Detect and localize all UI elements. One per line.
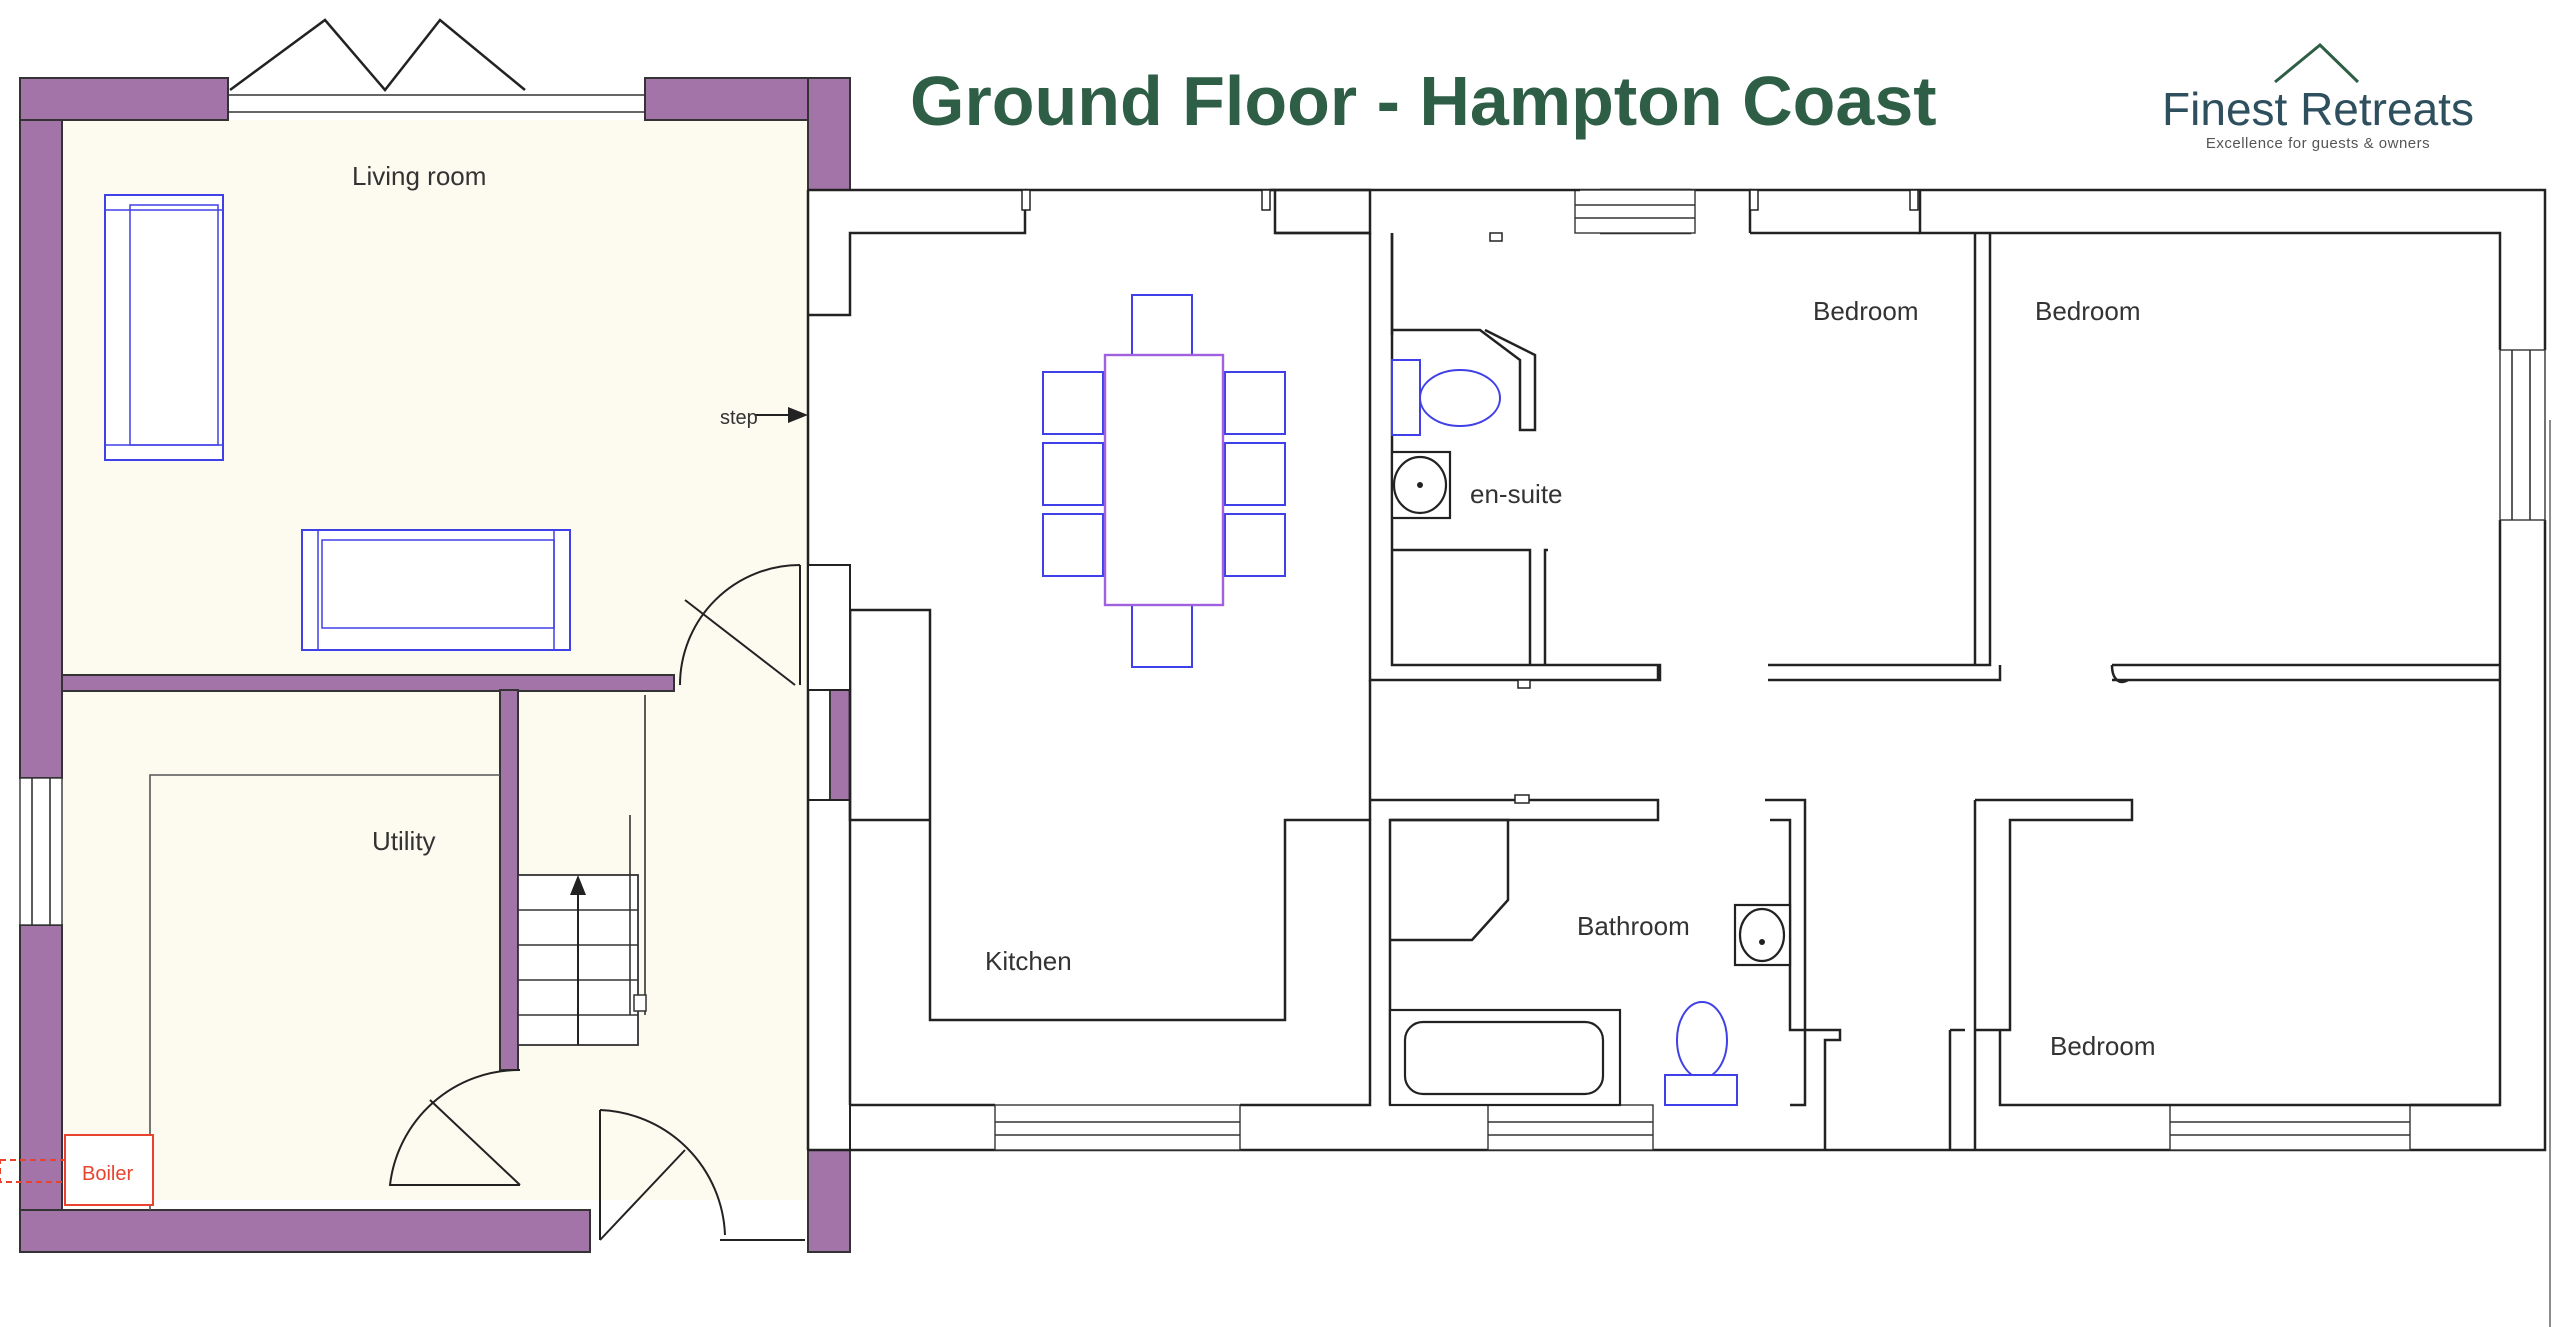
- extension-wall-right-mid: [829, 689, 851, 801]
- label-bedroom-2: Bedroom: [2035, 296, 2141, 326]
- door-living: [679, 564, 801, 686]
- label-bedroom-3: Bedroom: [2050, 1031, 2156, 1061]
- sofa-vertical: [104, 194, 224, 461]
- door-front: [599, 1109, 726, 1241]
- dining-table: [1042, 294, 1286, 668]
- logo-name: Finest Retreats: [2162, 83, 2474, 135]
- ensuite-toilet: [1391, 359, 1501, 436]
- ensuite-sink: [1390, 450, 1452, 520]
- extension-wall-internal: [61, 674, 675, 692]
- door-utility: [388, 1068, 521, 1186]
- label-kitchen: Kitchen: [985, 946, 1072, 976]
- stair-wall: [499, 689, 519, 1071]
- window-top-ensuite: [1574, 189, 1696, 234]
- roof-icon: [2274, 42, 2360, 84]
- boiler: [0, 1134, 154, 1206]
- sofa-horizontal: [301, 529, 571, 651]
- page-title: Ground Floor - Hampton Coast: [910, 62, 1937, 140]
- shower: [1390, 818, 1510, 942]
- label-en-suite: en-suite: [1470, 479, 1563, 509]
- window-bedroom-3: [2169, 1104, 2411, 1151]
- label-bedroom-1: Bedroom: [1813, 296, 1919, 326]
- staircase: [517, 695, 647, 1046]
- ensuite-shower: [1391, 549, 1531, 666]
- label-boiler: Boiler: [82, 1163, 133, 1185]
- step-arrow: [755, 407, 808, 423]
- logo: Finest Retreats Excellence for guests & …: [2162, 42, 2474, 152]
- label-living-room: Living room: [352, 161, 486, 191]
- extension-wall-left-lower: [19, 924, 63, 1216]
- window-bathroom: [1487, 1104, 1654, 1151]
- extension-wall-right-upper: [807, 77, 851, 191]
- label-step: step: [720, 407, 758, 429]
- extension-wall-left-upper: [19, 77, 63, 779]
- extension-wall-top-left: [19, 77, 229, 121]
- extension: [0, 18, 851, 1253]
- bathroom-sink: [1733, 903, 1792, 967]
- bifold-door: [228, 18, 645, 113]
- main-house: [806, 188, 2551, 1327]
- window-kitchen: [994, 1104, 1241, 1151]
- extension-wall-right-lower: [807, 1149, 851, 1253]
- utility-outline: [149, 774, 500, 1210]
- label-bathroom: Bathroom: [1577, 911, 1690, 941]
- bathtub: [1388, 1008, 1622, 1107]
- label-utility: Utility: [372, 826, 436, 856]
- logo-tagline: Excellence for guests & owners: [2206, 135, 2430, 152]
- extension-wall-bottom: [19, 1209, 591, 1253]
- bathroom-toilet: [1664, 1001, 1738, 1106]
- window-bedroom-right: [2499, 349, 2546, 521]
- window-utility: [19, 777, 63, 926]
